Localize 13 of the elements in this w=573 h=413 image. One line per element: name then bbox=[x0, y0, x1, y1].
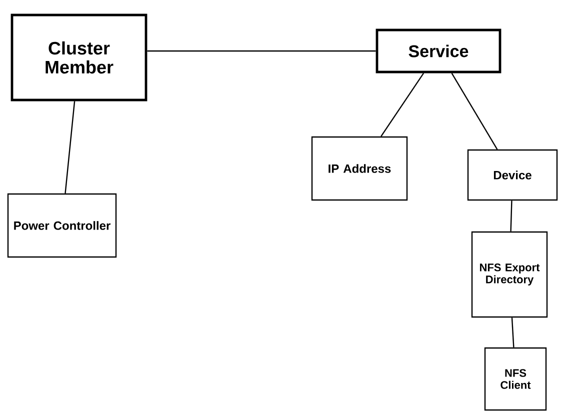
entity-box: Power Controller bbox=[7, 193, 117, 258]
entity-box: NFS Client bbox=[484, 347, 547, 411]
entity-box: Service bbox=[376, 28, 502, 74]
connector-line bbox=[510, 200, 512, 232]
entity-box: IP Address bbox=[311, 136, 408, 201]
connector-line bbox=[64, 101, 76, 194]
entity-box: NFS Export Directory bbox=[471, 231, 548, 318]
entity-box: Cluster Member bbox=[10, 14, 148, 102]
entity-box: Device bbox=[467, 149, 558, 201]
connector-line bbox=[511, 318, 514, 348]
connector-line bbox=[380, 72, 424, 137]
connector-line bbox=[147, 50, 376, 52]
connector-line bbox=[451, 72, 498, 150]
